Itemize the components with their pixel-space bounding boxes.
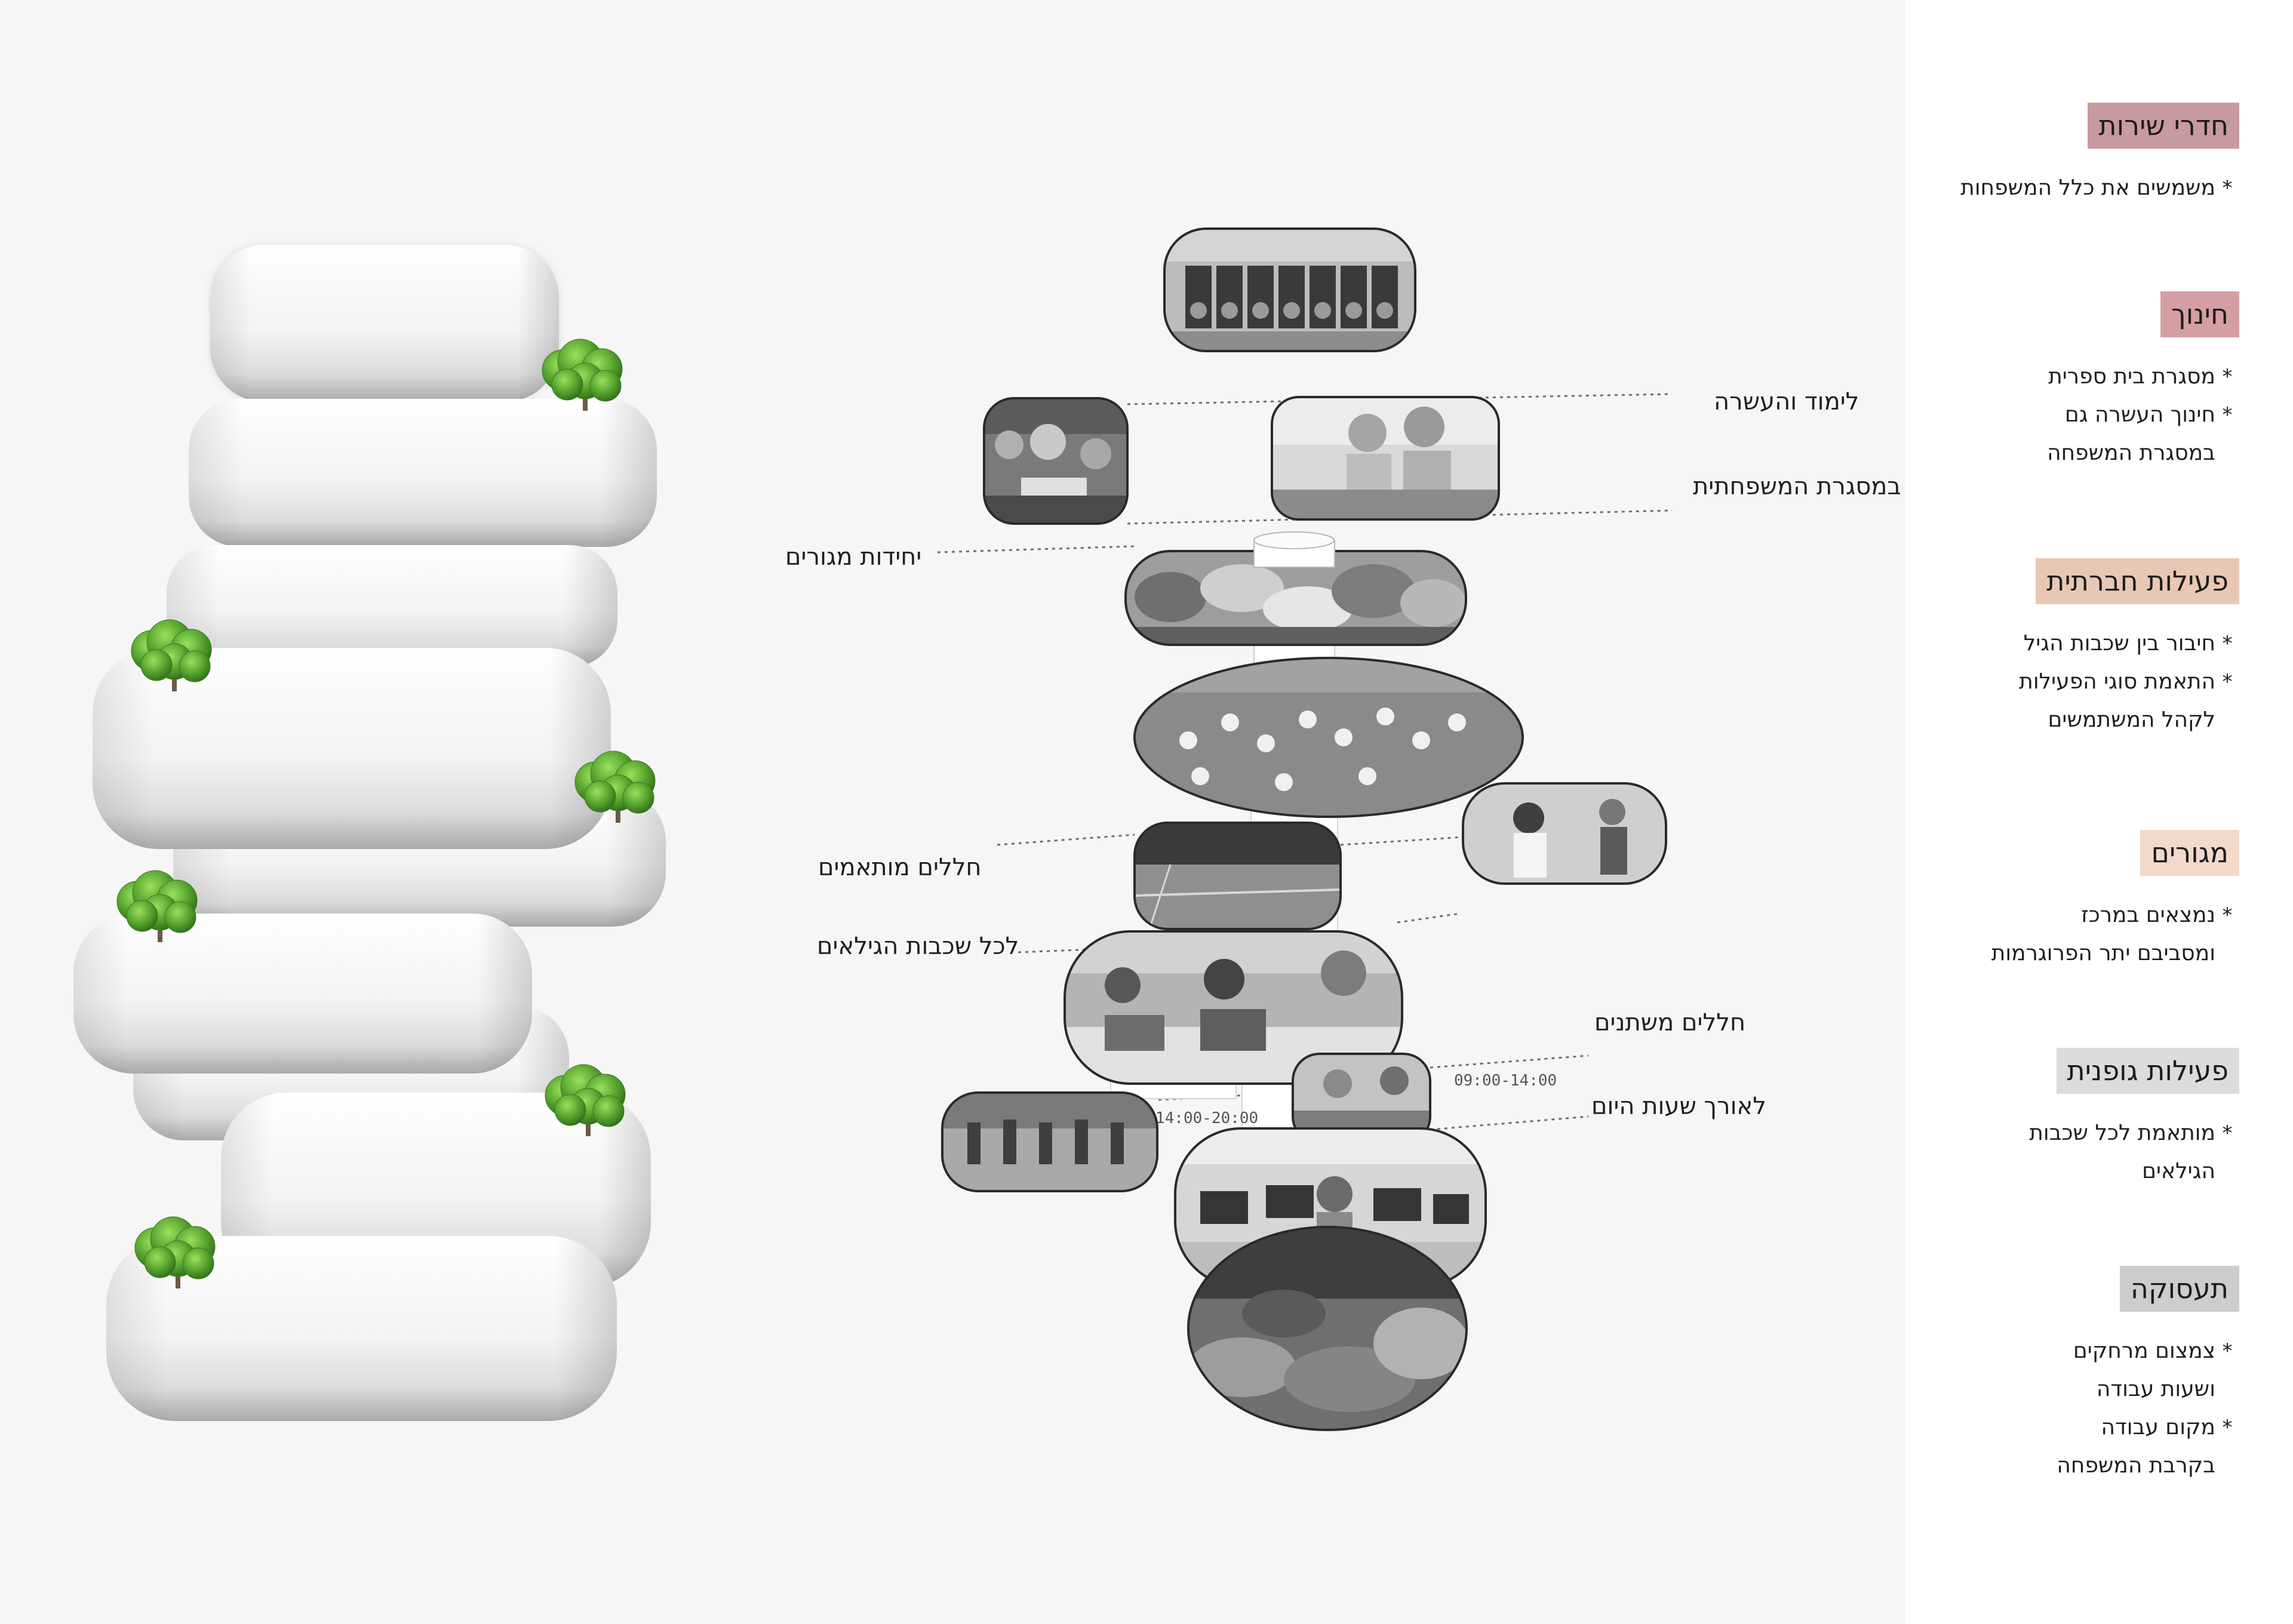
- legend-bullet: *מסגרת בית ספרית: [2047, 358, 2239, 396]
- time-label-evening: 14:00-20:00: [1155, 1109, 1259, 1127]
- legend-title: תעסוקה: [2119, 1266, 2239, 1312]
- legend-bullet: *חיבור בין שכבות הגיל: [2019, 625, 2239, 663]
- diagram-canvas: לימוד והעשרה במסגרת המשפחתית יחידות מגור…: [73, 227, 1901, 1431]
- stack-module-2: [189, 399, 657, 547]
- stack-module-3: [167, 545, 617, 668]
- legend-panel: חדרי שירות *משמשים את כלל המשפחות חינוך …: [1905, 0, 2293, 1624]
- photo-reading: [983, 397, 1129, 525]
- module-stack: [73, 245, 666, 1421]
- photo-sports-hall: [1133, 822, 1342, 930]
- callout-housing-units: יחידות מגורים: [785, 543, 922, 571]
- asterisk-icon: *: [2222, 1416, 2233, 1440]
- asterisk-icon: *: [2222, 903, 2233, 927]
- tree-cluster-icon: [116, 870, 198, 942]
- callout-adapted-spaces: חללים מותאמים: [818, 854, 982, 881]
- photo-food: [1124, 531, 1467, 646]
- legend-category-service-rooms: חדרי שירות *משמשים את כלל המשפחות: [1960, 103, 2239, 207]
- legend-title: חדרי שירות: [2088, 103, 2239, 149]
- legend-title: חינוך: [2160, 291, 2239, 337]
- callout-changing-spaces: חללים משתנים: [1594, 1009, 1746, 1036]
- callout-learning: לימוד והעשרה: [1714, 388, 1859, 416]
- legend-title: פעילות גופנית: [2056, 1048, 2239, 1094]
- legend-category-social-activity: פעילות חברתית *חיבור בין שכבות הגיל *התא…: [2019, 558, 2239, 739]
- callout-all-ages: לכל שכבות הגילאים: [817, 933, 1019, 960]
- asterisk-icon: *: [2222, 176, 2233, 200]
- photo-column: [941, 227, 1667, 1431]
- asterisk-icon: *: [2222, 364, 2233, 389]
- stack-module-9: [106, 1236, 617, 1421]
- stack-module-4: [93, 648, 611, 849]
- legend-title: פעילות חברתית: [2036, 558, 2239, 604]
- tree-cluster-icon: [545, 1064, 626, 1136]
- time-label-morning: 09:00-14:00: [1454, 1072, 1557, 1090]
- tree-cluster-icon: [131, 619, 212, 691]
- photo-garden: [1187, 1226, 1468, 1431]
- callout-family-frame: במסגרת המשפחתית: [1693, 473, 1901, 500]
- stack-module-1: [210, 245, 559, 402]
- legend-title: מגורים: [2140, 830, 2239, 876]
- asterisk-icon: *: [2222, 1121, 2233, 1145]
- photo-dancing: [1462, 782, 1667, 885]
- legend-bullets: *משמשים את כלל המשפחות: [1960, 169, 2239, 207]
- tree-cluster-icon: [574, 751, 656, 823]
- asterisk-icon: *: [2222, 631, 2233, 656]
- asterisk-icon: *: [2222, 1339, 2233, 1363]
- legend-bullets: *חיבור בין שכבות הגיל *התאמת סוגי הפעילו…: [2019, 625, 2239, 739]
- photo-classroom: [1063, 930, 1403, 1085]
- callout-all-day: לאורך שעות היום: [1591, 1093, 1766, 1120]
- legend-bullet: *משמשים את כלל המשפחות: [1960, 169, 2239, 207]
- photo-pool: [1133, 657, 1524, 818]
- diagram-svg: [73, 227, 1673, 1431]
- photo-children-crafts: [1271, 396, 1500, 521]
- stack-module-6: [73, 914, 532, 1074]
- trees-layer: [116, 339, 656, 1288]
- photo-exercise: [941, 1091, 1158, 1192]
- photo-laundry: [1163, 227, 1416, 352]
- asterisk-icon: *: [2222, 402, 2233, 427]
- tree-cluster-icon: [542, 339, 623, 411]
- asterisk-icon: *: [2222, 669, 2233, 694]
- tree-cluster-icon: [134, 1216, 216, 1288]
